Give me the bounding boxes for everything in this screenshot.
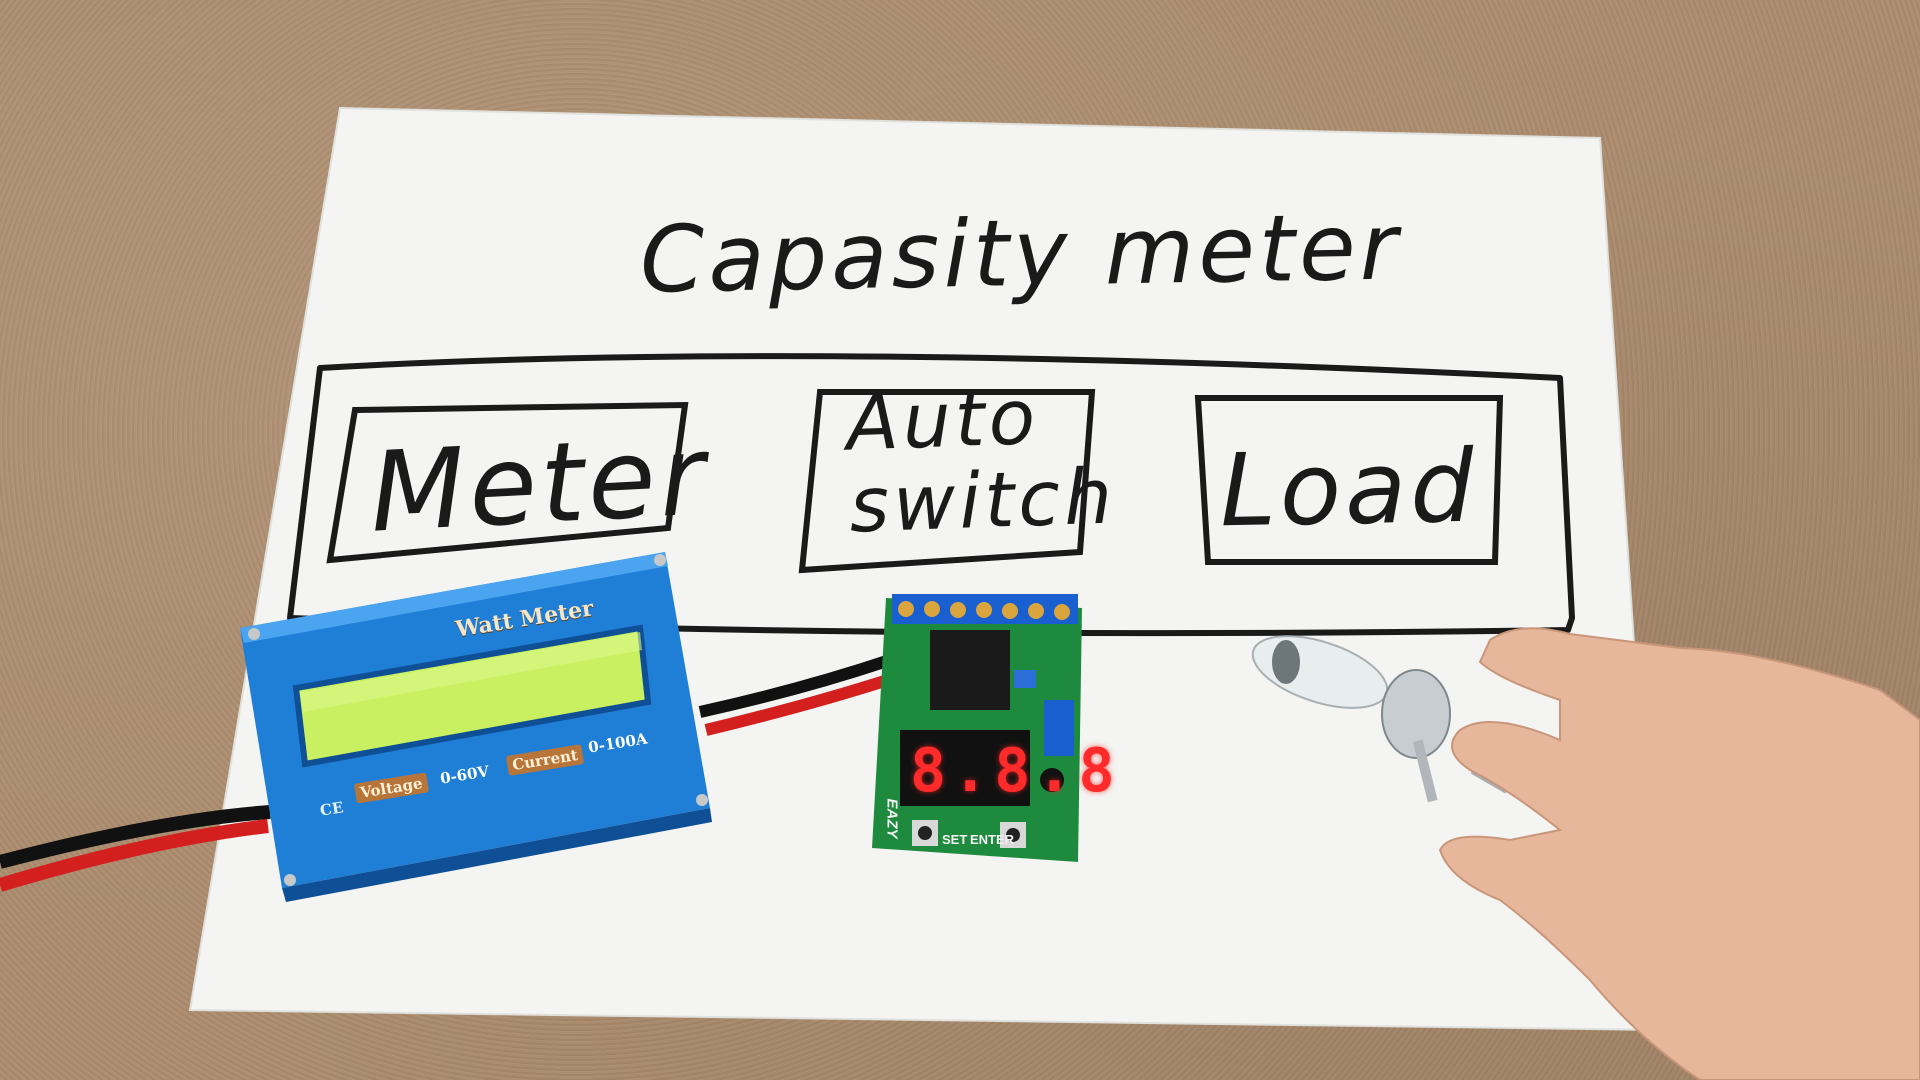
title-text: Capasity meter [639,193,1403,314]
pcb-brand-label: EAZY [883,798,901,839]
enter-button-label: ENTER [970,832,1015,847]
auto-switch-box-outline [798,389,1096,574]
hand [1438,627,1920,1080]
relay-board-device [872,594,1082,862]
auto-switch-block-label: Auto switch [845,371,1118,550]
set-button-label: SET [942,832,968,847]
relay-component [930,630,1010,710]
load-box-outline [1194,395,1504,565]
auto-switch-line1: Auto [845,371,1041,468]
meter-box-outline [326,401,689,564]
ce-mark: CE [318,798,345,820]
black-wire-left [0,805,271,869]
seven-segment-display [900,730,1030,806]
load-block-label: Load [1218,427,1479,550]
red-wire-middle [704,672,896,736]
auto-switch-line2: switch [847,451,1118,550]
black-wire-middle [698,654,892,718]
red-wire-left [0,819,269,892]
watt-meter-device [240,552,712,902]
meter-block-label: Meter [366,411,712,557]
seven-segment-readout: 8.8.8 [910,736,1121,806]
